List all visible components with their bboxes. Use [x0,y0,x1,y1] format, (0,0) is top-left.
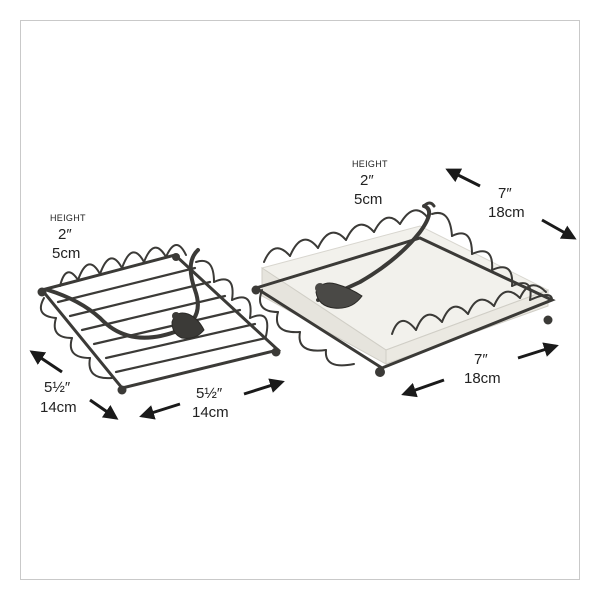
large-depth-cm: 18cm [488,204,525,221]
small-width-inches: 5½″ [196,385,223,402]
large-height-inches: 2″ [360,172,374,189]
small-height-cm: 5cm [52,245,81,262]
large-width-arrow-right [517,342,559,360]
small-depth-cm: 14cm [40,399,77,416]
large-width-cm: 18cm [464,370,501,387]
small-width-arrow-right [243,378,285,396]
small-depth-arrow-lower [89,398,119,420]
image-frame [20,20,580,580]
small-napkin-holder [37,244,282,395]
dimension-arrows [29,168,577,420]
small-width-arrow-left [139,402,181,420]
large-depth-arrow-upper [445,168,481,188]
large-width-inches: 7″ [474,351,488,368]
large-height-label: HEIGHT [352,159,388,169]
large-depth-arrow-lower [541,218,577,240]
small-width-cm: 14cm [192,404,229,421]
large-width-arrow-left [401,378,445,398]
large-height-cm: 5cm [354,191,383,208]
large-depth-inches: 7″ [498,185,512,202]
small-depth-inches: 5½″ [44,379,71,396]
small-height-inches: 2″ [58,226,72,243]
large-napkin-holder [251,201,556,377]
small-depth-arrow-upper [29,350,63,374]
small-height-label: HEIGHT [50,213,86,223]
